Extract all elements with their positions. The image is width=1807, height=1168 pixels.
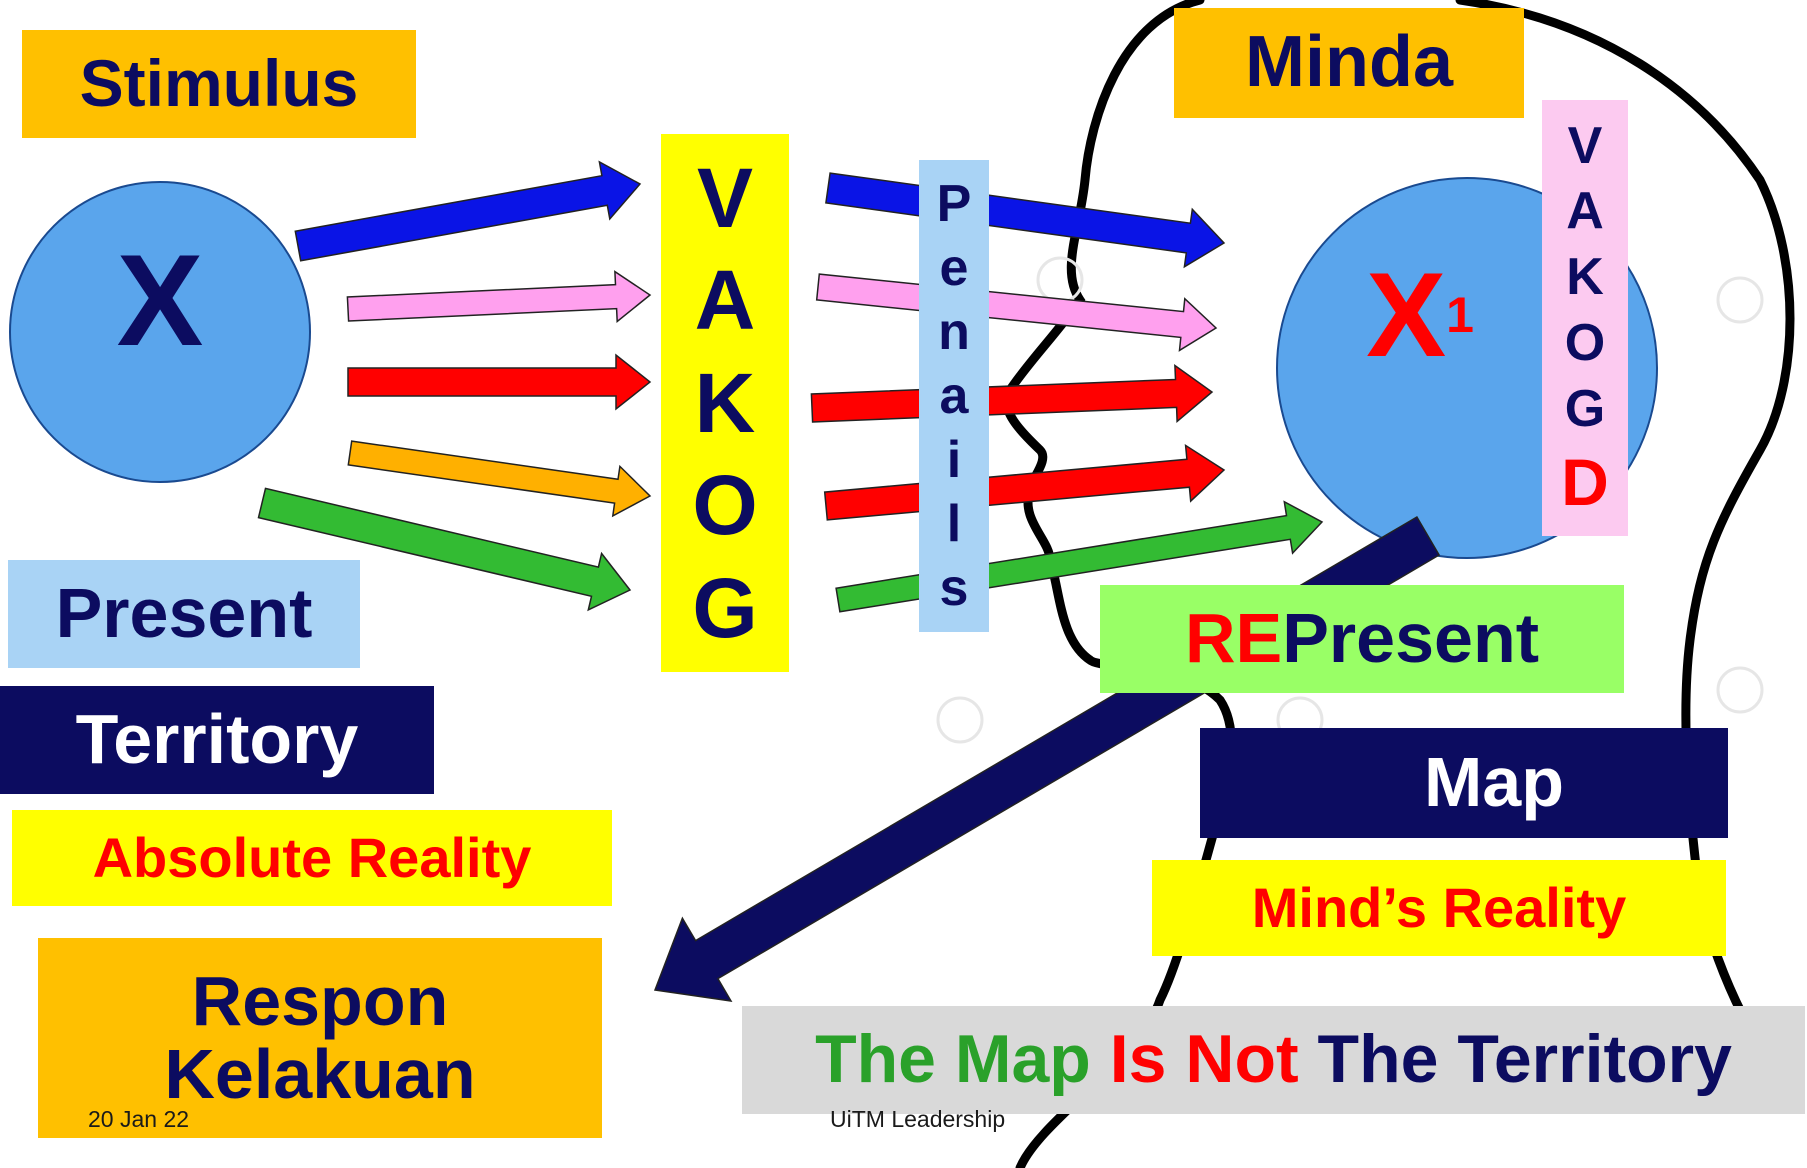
- mind-vakog-letter: G: [1564, 379, 1606, 438]
- penails-letter: P: [936, 175, 972, 233]
- arrow-pink-out: [815, 273, 1218, 352]
- vakog-letter: A: [694, 253, 756, 347]
- penails-letter: l: [946, 495, 962, 553]
- arrow-orange-in: [347, 440, 652, 518]
- arrow-pink-in: [346, 270, 652, 324]
- penails-letter: a: [939, 367, 969, 425]
- motto-part3: The Territory: [1298, 1021, 1732, 1098]
- mind-vakog-letter: V: [1567, 116, 1603, 175]
- arrow-red-in: [347, 353, 652, 411]
- absolute-reality-label: Absolute Reality: [12, 810, 612, 906]
- footer-org: UiTM Leadership: [830, 1106, 1006, 1132]
- arrow-red2-out: [823, 443, 1226, 521]
- motto-banner: The Map Is Not The Territory: [742, 1006, 1805, 1114]
- represent-rest: Present: [1282, 599, 1540, 678]
- x-symbol: X: [116, 226, 204, 373]
- footer-date: 20 Jan 22: [88, 1106, 190, 1132]
- mind-extra-letter: D: [1561, 445, 1609, 520]
- vakog-letter: K: [694, 355, 756, 450]
- penails-letter: n: [938, 303, 970, 361]
- arrow-blue-out: [825, 172, 1226, 269]
- arrow-green-in: [257, 487, 632, 612]
- mind-vakog-letter: A: [1566, 182, 1604, 241]
- map-label: Map: [1200, 728, 1728, 838]
- present-label: Present: [8, 560, 360, 668]
- x1-subscript: 1: [1446, 286, 1474, 343]
- arrow-red-out: [810, 363, 1214, 423]
- represent-prefix: RE: [1184, 599, 1283, 678]
- respon-line: Respon: [191, 961, 449, 1040]
- stimulus-circle: [9, 181, 311, 483]
- penails-letter: e: [939, 239, 969, 297]
- territory-label: Territory: [0, 686, 434, 794]
- vakog-letter: G: [692, 560, 758, 655]
- motto-part2: Is Not: [1109, 1021, 1299, 1098]
- vakog-letter: V: [696, 150, 754, 245]
- penails-letter: s: [939, 559, 969, 617]
- vakog-letter: O: [692, 458, 758, 552]
- stimulus-label: Stimulus: [22, 30, 416, 138]
- kelakuan-line: Kelakuan: [164, 1035, 476, 1113]
- minds-reality-label: Mind’s Reality: [1152, 860, 1726, 956]
- respon-kelakuan-box: Respon Kelakuan: [38, 938, 602, 1138]
- penails-letter: i: [946, 431, 962, 489]
- arrow-blue-in: [294, 160, 642, 262]
- motto-part1: The Map: [815, 1021, 1110, 1098]
- minda-label: Minda: [1174, 8, 1524, 118]
- mind-vakog-letter: K: [1566, 248, 1604, 307]
- mind-vakog-letter: O: [1564, 313, 1606, 372]
- x1-letter: X: [1366, 248, 1447, 382]
